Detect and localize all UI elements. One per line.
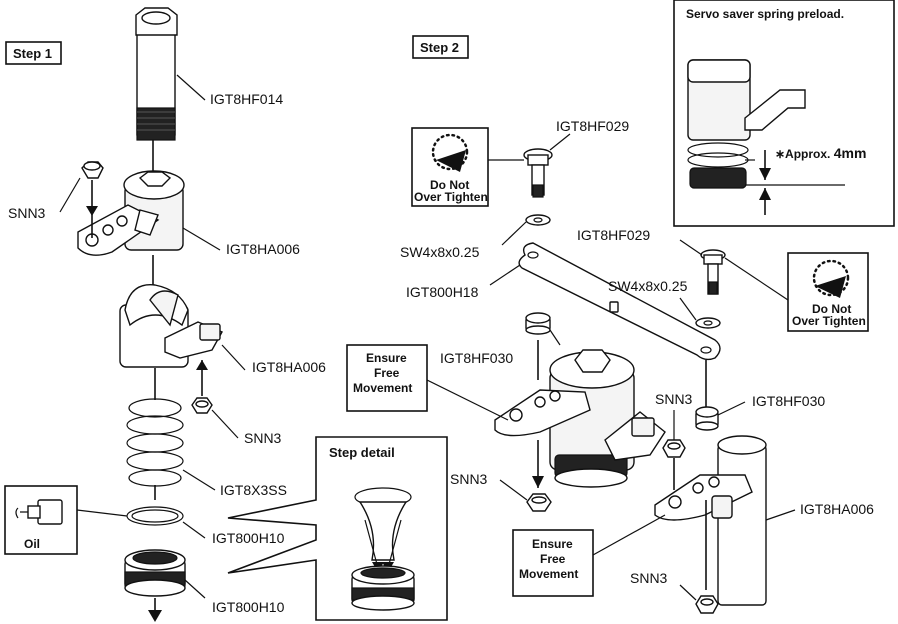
label-snn3-c: SNN3 bbox=[630, 570, 668, 586]
rotation-dotted-icon-2 bbox=[812, 259, 850, 297]
leader-igt8x3ss bbox=[182, 469, 216, 491]
ensure2-l3: Movement bbox=[519, 567, 578, 581]
leader-igt8hf030-b bbox=[717, 401, 746, 416]
label-snn3-top: SNN3 bbox=[8, 205, 46, 221]
callout-ensure-free-movement-1 bbox=[346, 344, 428, 412]
over-tighten-1: Over Tighten bbox=[414, 190, 488, 204]
step1-box bbox=[5, 41, 62, 65]
leader-igt8hf014 bbox=[176, 74, 206, 101]
label-igt8x3ss: IGT8X3SS bbox=[220, 482, 287, 498]
leader-igt8hf029-b bbox=[679, 239, 703, 256]
nut-part-mid bbox=[191, 397, 213, 414]
leader-sw4x8-b bbox=[679, 297, 697, 321]
leader-igt8ha006-top bbox=[182, 227, 221, 251]
leader-igt800h18 bbox=[489, 264, 521, 286]
leader-igt8hf029-a bbox=[549, 133, 571, 151]
step-detail-label: Step detail bbox=[329, 445, 395, 460]
label-igt8hf030-b: IGT8HF030 bbox=[752, 393, 825, 409]
washer-part-sw4x8-a bbox=[525, 214, 551, 226]
label-snn3-b: SNN3 bbox=[655, 391, 693, 407]
label-igt8hf029-a: IGT8HF029 bbox=[556, 118, 629, 134]
step2-box bbox=[412, 35, 469, 59]
spring-part-igt8x3ss bbox=[126, 398, 184, 487]
step2-label: Step 2 bbox=[420, 40, 459, 55]
over-tighten-2: Over Tighten bbox=[792, 314, 866, 328]
washer-part-sw4x8-b bbox=[695, 317, 721, 329]
link-rod-part-igt800h18 bbox=[518, 242, 721, 361]
leader-snn3-c bbox=[679, 584, 697, 601]
label-igt8hf030-a: IGT8HF030 bbox=[440, 350, 513, 366]
ensure1-l3: Movement bbox=[353, 381, 412, 395]
threaded-nut-part-igt800h10 bbox=[124, 549, 186, 597]
label-oil: Oil bbox=[24, 537, 40, 551]
housing-part-igt8ha006-right bbox=[654, 435, 767, 606]
arrow-up-icon bbox=[196, 360, 208, 370]
leader-igt8ha006 bbox=[765, 509, 796, 521]
leader-sw4x8-a bbox=[501, 221, 527, 246]
do-not-1: Do Not bbox=[430, 178, 469, 192]
leader-snn3-top bbox=[59, 177, 81, 213]
callout-ensure-free-movement-2 bbox=[512, 529, 594, 597]
nut-part-top bbox=[81, 161, 104, 179]
label-sw4x8-a: SW4x8x0.25 bbox=[400, 244, 480, 260]
leader-ensure-2 bbox=[592, 514, 666, 556]
label-igt8hf029-b: IGT8HF029 bbox=[577, 227, 650, 243]
nut-part-snn3-c bbox=[695, 595, 719, 614]
rotation-arrow-icon bbox=[436, 150, 466, 172]
leader-snn3-mid bbox=[211, 409, 239, 439]
label-igt8ha006: IGT8HA006 bbox=[800, 501, 874, 517]
ensure1-l1: Ensure bbox=[366, 351, 407, 365]
label-igt8ha006-top: IGT8HA006 bbox=[226, 241, 300, 257]
oil-bottle-icon bbox=[15, 499, 63, 525]
step1-section: Step 1 IGT8HF014 SNN3 bbox=[4, 7, 448, 622]
washer-hole-a bbox=[533, 217, 543, 223]
down-arrow-icon bbox=[148, 610, 162, 622]
step1-label: Step 1 bbox=[13, 46, 52, 61]
label-snn3-mid: SNN3 bbox=[244, 430, 282, 446]
leader-snn3-a bbox=[499, 479, 528, 501]
label-sw4x8-b: SW4x8x0.25 bbox=[608, 278, 688, 294]
ensure2-l2: Free bbox=[540, 552, 566, 566]
label-snn3-a: SNN3 bbox=[450, 471, 488, 487]
servo-preload-illustration bbox=[687, 59, 845, 215]
screw-part-igt8hf029-b bbox=[700, 249, 726, 295]
label-igt800h10-nut: IGT800H10 bbox=[212, 599, 285, 615]
rotation-dotted-icon bbox=[431, 133, 469, 171]
rotation-arrow-icon-2 bbox=[815, 276, 846, 298]
post-part-igt8hf014 bbox=[135, 7, 178, 141]
leader-igt800h10-nut bbox=[184, 579, 206, 599]
ensure2-l1: Ensure bbox=[532, 537, 573, 551]
label-igt8hf014: IGT8HF014 bbox=[210, 91, 283, 107]
arrow-down-icon-2 bbox=[532, 476, 544, 488]
oring-part-igt800h10 bbox=[126, 506, 184, 526]
screw-part-igt8hf029-a bbox=[523, 148, 553, 198]
nut-part-snn3-b bbox=[662, 439, 686, 458]
label-igt8ha006-mid: IGT8HA006 bbox=[252, 359, 326, 375]
leader-igt8hf030-a bbox=[549, 329, 561, 346]
arrow-down-icon bbox=[86, 206, 98, 216]
nut-part-snn3-a bbox=[526, 493, 552, 512]
housing-part-igt8ha006-top bbox=[77, 170, 185, 256]
washer-hole-b bbox=[703, 320, 713, 326]
leader-igt800h10-ring bbox=[182, 521, 206, 539]
leader-oil bbox=[76, 509, 128, 517]
label-igt800h10-ring: IGT800H10 bbox=[212, 530, 285, 546]
do-not-2: Do Not bbox=[812, 302, 851, 316]
leader-callout-2 bbox=[724, 257, 789, 301]
step-detail-illustration bbox=[351, 487, 415, 611]
servo-preload-title: Servo saver spring preload. bbox=[686, 7, 844, 21]
approx-label: ∗Approx. 4mm bbox=[775, 145, 866, 161]
servo-saver-assembly-part bbox=[494, 349, 666, 488]
label-igt800h18: IGT800H18 bbox=[406, 284, 479, 300]
spacer-part-igt8hf030-b bbox=[695, 406, 719, 431]
step2-section: Step 2 Servo saver spring preload. ∗Appr… bbox=[346, 0, 895, 614]
spacer-part-igt8hf030-a bbox=[525, 312, 551, 335]
leader-igt8ha006-mid bbox=[221, 344, 246, 371]
ensure1-l2: Free bbox=[374, 366, 400, 380]
housing-part-igt8ha006-mid bbox=[119, 284, 223, 368]
leader-ensure-1 bbox=[426, 379, 509, 421]
